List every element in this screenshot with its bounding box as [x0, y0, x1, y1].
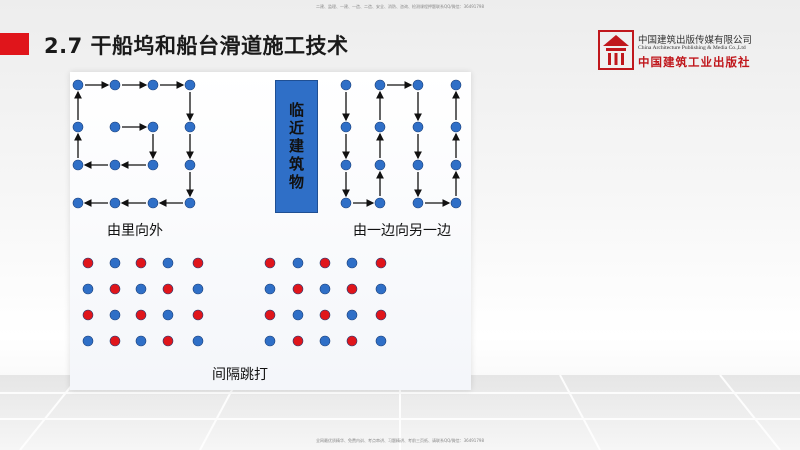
pile-dot-second-pass	[375, 283, 387, 295]
publisher-logo: 中国建筑出版传媒有限公司 China Architecture Publishi…	[598, 30, 794, 74]
pile-dot-first-pass	[82, 257, 94, 269]
pile-dot-first-pass	[135, 309, 147, 321]
pile-dot	[450, 197, 462, 209]
pile-dot-first-pass	[109, 335, 121, 347]
pile-dot-first-pass	[375, 257, 387, 269]
pile-dot	[374, 197, 386, 209]
pile-dot-second-pass	[264, 283, 276, 295]
pile-dot	[340, 79, 352, 91]
top-watermark-note: 二建、监理、一建、一造、二造、安全、消防、咨询、检测课程押题联系QQ/微信：36…	[315, 4, 484, 9]
pile-dot	[340, 121, 352, 133]
pile-dot	[412, 159, 424, 171]
pile-dot	[109, 197, 121, 209]
pile-dot	[184, 121, 196, 133]
pile-dot-first-pass	[192, 257, 204, 269]
label-inside-out: 由里向外	[107, 223, 163, 239]
pile-dot	[340, 159, 352, 171]
pile-dot	[147, 159, 159, 171]
pile-dot-first-pass	[135, 257, 147, 269]
pile-dot	[374, 121, 386, 133]
pile-dot-first-pass	[319, 257, 331, 269]
pile-dot	[147, 121, 159, 133]
pile-dot-second-pass	[319, 283, 331, 295]
pile-dot	[72, 79, 84, 91]
pile-dot	[450, 121, 462, 133]
pile-dot-second-pass	[135, 283, 147, 295]
diagram-canvas	[72, 79, 462, 347]
pile-dot	[109, 159, 121, 171]
pile-sequence-diagram: 临近建筑物 由里向外 由一边向另一边 间隔跳打	[70, 72, 471, 390]
pile-dot	[109, 121, 121, 133]
publisher-name-en: China Architecture Publishing & Media Co…	[638, 45, 746, 51]
pile-dot	[184, 159, 196, 171]
pile-dot-second-pass	[292, 257, 304, 269]
title-accent-bar	[0, 33, 29, 55]
pile-dot-second-pass	[109, 257, 121, 269]
pile-dot	[147, 79, 159, 91]
pile-dot-first-pass	[82, 309, 94, 321]
publisher-emblem-icon	[598, 30, 634, 70]
pile-dot	[412, 121, 424, 133]
pile-dot-second-pass	[82, 283, 94, 295]
adjacent-building: 临近建筑物	[275, 80, 318, 213]
pile-dot-second-pass	[346, 309, 358, 321]
publisher-name-calligraphy: 中国建筑工业出版社	[638, 55, 751, 69]
pile-dot-first-pass	[346, 335, 358, 347]
pile-dot	[72, 121, 84, 133]
pile-dot	[184, 79, 196, 91]
pile-dot-first-pass	[264, 257, 276, 269]
bottom-watermark-note: 全网最优质精华、免费内训、考点串讲、习题精讲、考前三页纸、请联系QQ/微信：36…	[315, 438, 484, 443]
pile-dot-second-pass	[82, 335, 94, 347]
pile-dot-first-pass	[162, 335, 174, 347]
pile-dot-first-pass	[109, 283, 121, 295]
label-interval: 间隔跳打	[212, 367, 268, 383]
slide-title: 2.7 干船坞和船台滑道施工技术	[44, 34, 349, 58]
pile-dot-second-pass	[292, 309, 304, 321]
pile-dot	[340, 197, 352, 209]
pile-dot-second-pass	[264, 335, 276, 347]
pile-dot-first-pass	[319, 309, 331, 321]
label-side-to-side: 由一边向另一边	[353, 223, 451, 239]
pile-dot-second-pass	[135, 335, 147, 347]
pile-dot-second-pass	[192, 283, 204, 295]
pile-dot	[374, 159, 386, 171]
publisher-name-cn: 中国建筑出版传媒有限公司	[638, 35, 753, 46]
pile-dot	[72, 197, 84, 209]
pile-dot-first-pass	[264, 309, 276, 321]
pile-dot-first-pass	[375, 309, 387, 321]
pile-dot-first-pass	[346, 283, 358, 295]
pile-dot	[184, 197, 196, 209]
pile-dot-second-pass	[375, 335, 387, 347]
pile-dot-second-pass	[319, 335, 331, 347]
pile-dot-second-pass	[109, 309, 121, 321]
adjacent-building-label: 临近建筑物	[287, 101, 305, 192]
pile-dot	[109, 79, 121, 91]
pile-dot-first-pass	[292, 283, 304, 295]
pile-dot	[374, 79, 386, 91]
pile-dot	[450, 79, 462, 91]
pile-dot-second-pass	[162, 309, 174, 321]
pile-dot	[412, 79, 424, 91]
pile-dot-second-pass	[192, 335, 204, 347]
pile-dot-first-pass	[292, 335, 304, 347]
pile-dot	[72, 159, 84, 171]
pile-dot-first-pass	[192, 309, 204, 321]
pile-dot-second-pass	[162, 257, 174, 269]
pile-dot	[147, 197, 159, 209]
pile-dot	[450, 159, 462, 171]
pile-dot-first-pass	[162, 283, 174, 295]
pile-dot-second-pass	[346, 257, 358, 269]
pile-dot	[412, 197, 424, 209]
